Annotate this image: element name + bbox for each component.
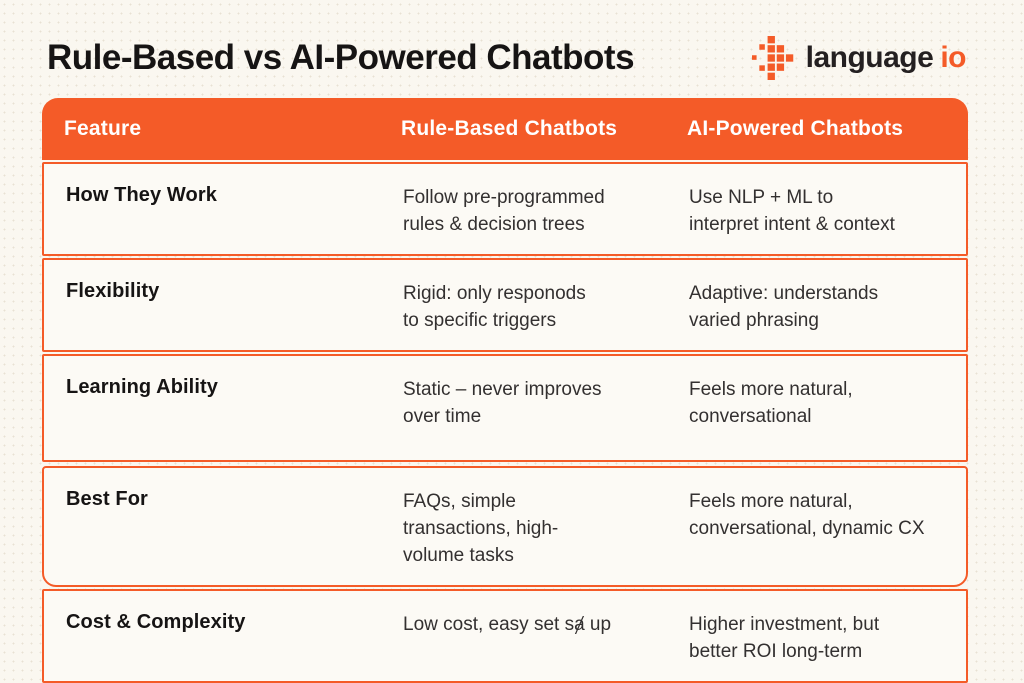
page-title: Rule-Based vs AI-Powered Chatbots — [47, 38, 635, 77]
feature-cell: Flexibility — [66, 280, 160, 302]
column-header-feature: Feature — [64, 117, 142, 140]
feature-cell: Best For — [66, 488, 148, 510]
column-header-ai-powered: AI-Powered Chatbots — [687, 117, 904, 140]
table-row: How They Work Follow pre-programmed rule… — [42, 162, 968, 256]
table-row: Learning Ability Static – never improves… — [42, 354, 968, 462]
feature-cell: How They Work — [66, 184, 217, 206]
table-row: Cost & Complexity Low cost, easy set sⱥ … — [42, 589, 968, 683]
rule-based-cell: Follow pre-programmed rules & decision t… — [403, 187, 605, 235]
logo-word-accent: io — [940, 41, 966, 74]
rule-based-cell: Low cost, easy set sⱥ up — [403, 614, 612, 635]
ai-powered-cell: Use NLP + ML to interpret intent & conte… — [689, 187, 895, 235]
ai-powered-cell: Feels more natural, conversational — [689, 379, 853, 427]
column-header-rule-based: Rule-Based Chatbots — [401, 117, 618, 140]
table-row: Best For FAQs, simple transactions, high… — [42, 466, 968, 587]
table-row: Flexibility Rigid: only responods to spe… — [42, 258, 968, 352]
feature-cell: Cost & Complexity — [66, 611, 246, 633]
ai-powered-cell: Adaptive: understands varied phrasing — [689, 283, 879, 331]
feature-cell: Learning Ability — [66, 376, 218, 398]
ai-powered-cell: Higher investment, but better ROI long-t… — [689, 614, 880, 662]
rule-based-cell: FAQs, simple transactions, high- volume … — [403, 491, 559, 566]
languageio-pixel-arrow-icon — [751, 36, 796, 80]
rule-based-cell: Rigid: only responods to specific trigge… — [403, 283, 586, 331]
table-header-row: Feature Rule-Based Chatbots AI-Powered C… — [42, 98, 968, 160]
rule-based-cell: Static – never improves over time — [403, 379, 602, 427]
logo-word-primary: language — [805, 41, 934, 74]
top-bar: Rule-Based vs AI-Powered Chatbots — [0, 0, 1024, 98]
comparison-table: Feature Rule-Based Chatbots AI-Powered C… — [42, 98, 968, 683]
ai-powered-cell: Feels more natural, conversational, dyna… — [689, 491, 925, 539]
